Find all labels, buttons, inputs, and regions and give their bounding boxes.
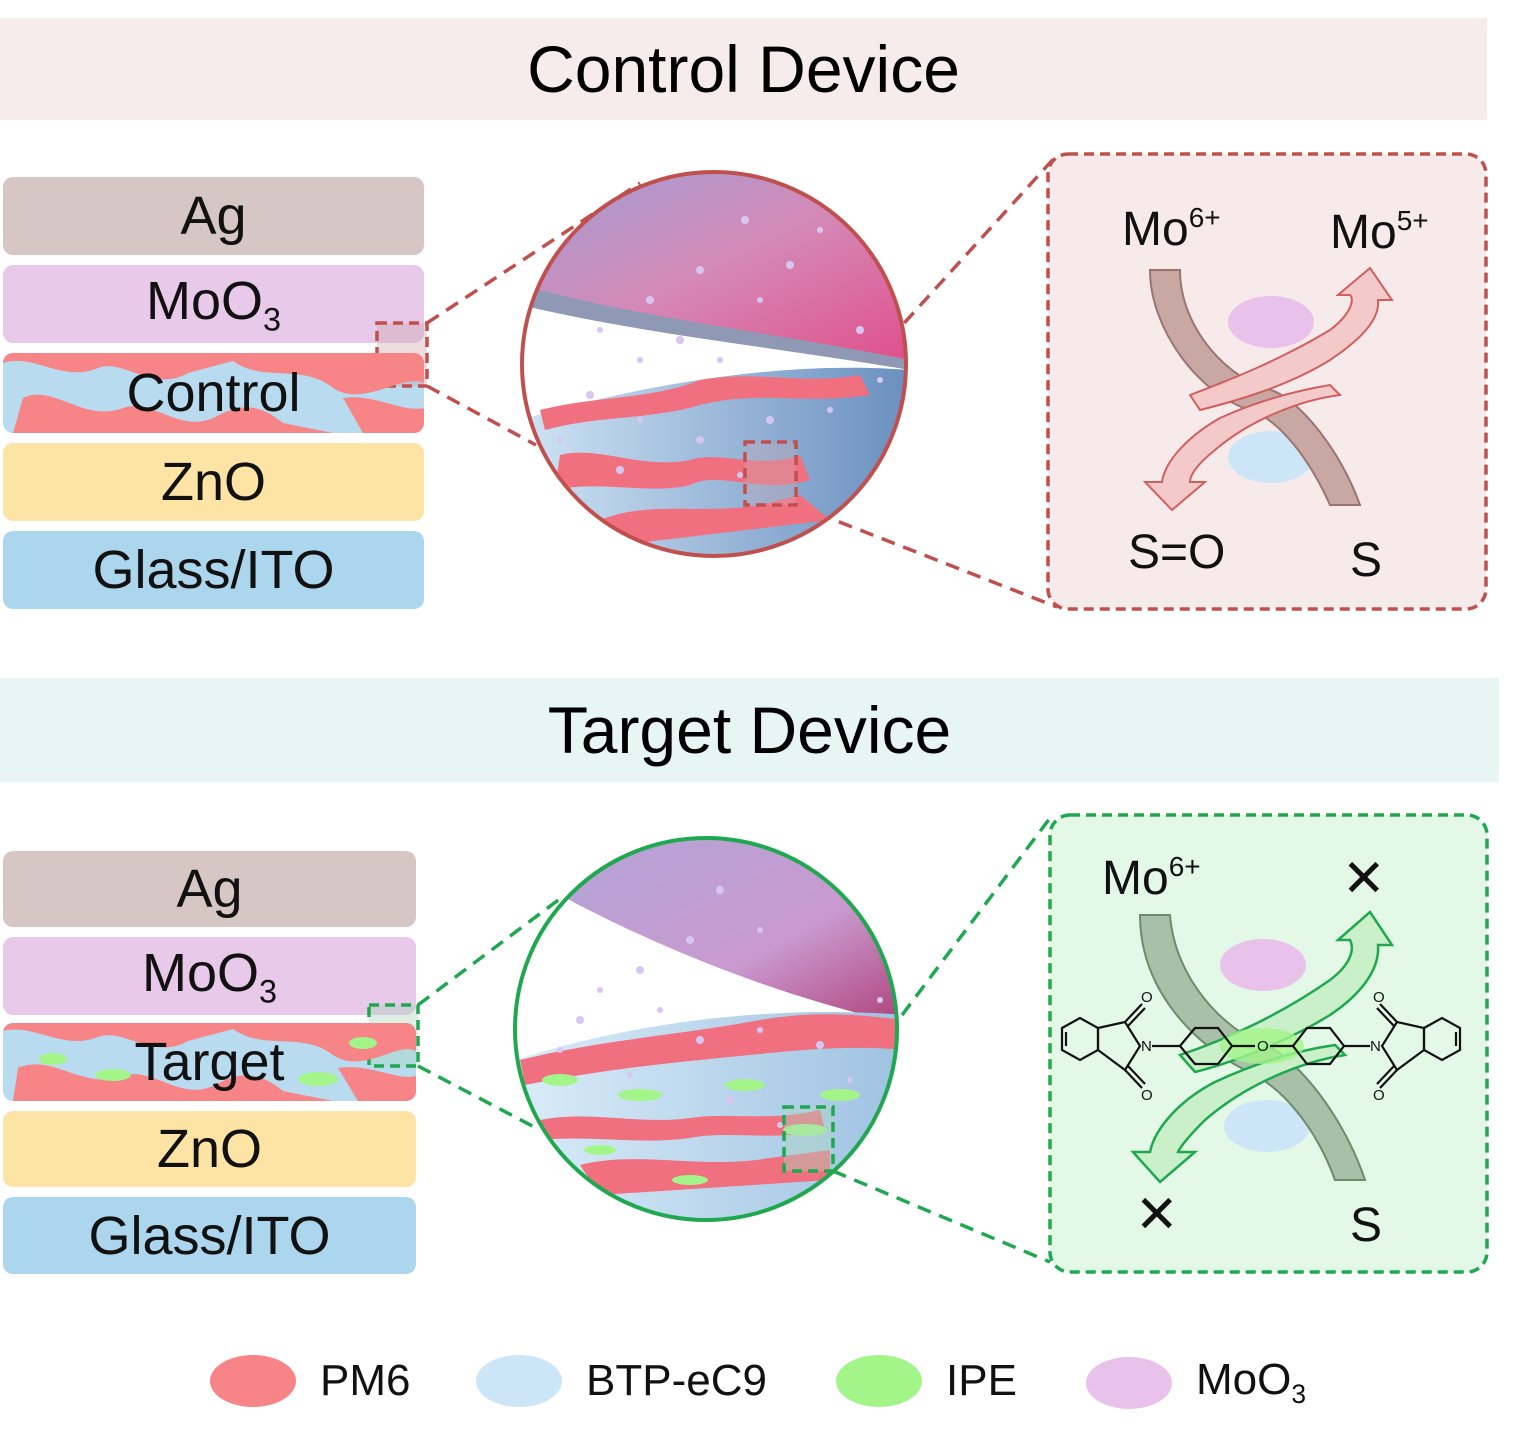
target-ito-layer: Glass/ITO xyxy=(3,1197,416,1274)
control-magnified-view xyxy=(522,172,906,556)
target-active-layer: Target xyxy=(3,1023,416,1101)
control-ito-label: Glass/ITO xyxy=(92,540,335,600)
control-moo3-ellipse xyxy=(1228,296,1314,348)
target-moo3-layer: MoO3 xyxy=(3,937,416,1015)
control-so-label: S=O xyxy=(1128,526,1225,579)
control-arrow-to-so xyxy=(1142,383,1343,512)
legend-item-ipe: IPE xyxy=(836,1355,1017,1407)
control-zno-layer: ZnO xyxy=(3,443,424,521)
control-s-label: S xyxy=(1350,534,1382,587)
control-moo3-label: MoO3 xyxy=(145,270,282,338)
target-active-label: Target xyxy=(134,1032,285,1092)
control-device-title: Control Device xyxy=(0,18,1487,120)
control-ito-layer: Glass/ITO xyxy=(3,531,424,609)
target-mo6-label: Mo6+ xyxy=(1102,851,1201,905)
control-mo5-label: Mo5+ xyxy=(1330,205,1429,259)
control-active-label: Control xyxy=(126,363,301,423)
target-zno-layer: ZnO xyxy=(3,1111,416,1187)
target-ag-label: Ag xyxy=(176,859,243,919)
target-s-label: S xyxy=(1350,1199,1382,1252)
legend-label-pm6: PM6 xyxy=(320,1356,411,1405)
ipe-o-atom-upper-right: O xyxy=(1373,989,1385,1006)
target-moo3-ellipse xyxy=(1220,939,1306,991)
control-moo3-layer: MoO3 xyxy=(3,265,424,343)
target-blocked-bottom-left-mark: ✕ xyxy=(1135,1186,1179,1244)
legend-swatch-btp-ec9 xyxy=(476,1355,562,1407)
control-mo6-label: Mo6+ xyxy=(1122,202,1221,256)
legend-swatch-moo3 xyxy=(1086,1356,1172,1409)
ipe-o-atom-upper-left: O xyxy=(1141,989,1153,1006)
ipe-o-atom-ether: O xyxy=(1257,1038,1269,1055)
legend-label-moo3: MoO3 xyxy=(1196,1355,1307,1410)
legend-swatch-pm6 xyxy=(210,1355,296,1407)
control-ag-layer: Ag xyxy=(3,177,424,255)
target-blend-pattern xyxy=(3,1023,416,1101)
target-inner-selection-box xyxy=(782,1105,835,1173)
control-magnifier-circle xyxy=(520,170,908,558)
ipe-o-atom-lower-left: O xyxy=(1141,1087,1153,1104)
legend-label-ipe: IPE xyxy=(946,1356,1017,1405)
ipe-n-atom-left: N xyxy=(1141,1038,1152,1055)
target-ito-label: Glass/ITO xyxy=(88,1205,331,1266)
target-ag-layer: Ag xyxy=(3,851,416,927)
ipe-n-atom-right: N xyxy=(1370,1038,1381,1055)
control-active-layer: Control xyxy=(3,353,424,433)
legend-swatch-ipe xyxy=(836,1355,922,1407)
target-zoom-graphic: O O N O N O O Mo6+ ✕ ✕ S xyxy=(367,813,1489,1274)
control-ag-label: Ag xyxy=(180,186,247,246)
target-btp-ellipse xyxy=(1224,1100,1310,1152)
target-magnifier-circle xyxy=(513,836,899,1222)
control-blend-pattern xyxy=(3,353,424,433)
legend-item-moo3: MoO3 xyxy=(1086,1355,1306,1410)
target-zoom-connector xyxy=(416,816,1052,1264)
target-zno-label: ZnO xyxy=(156,1119,263,1179)
control-arrow-to-mo5 xyxy=(1188,266,1394,412)
legend-label-btp-ec9: BTP-eC9 xyxy=(586,1356,767,1405)
legend-item-btp-ec9: BTP-eC9 xyxy=(476,1355,767,1407)
target-device-title: Target Device xyxy=(0,678,1499,782)
legend-item-pm6: PM6 xyxy=(210,1355,410,1407)
ipe-o-atom-lower-right: O xyxy=(1373,1087,1385,1104)
control-inner-selection-box xyxy=(743,440,798,507)
target-blocked-top-right-mark: ✕ xyxy=(1342,850,1386,908)
target-moo3-label: MoO3 xyxy=(141,942,278,1010)
control-zoom-graphic: Mo6+ Mo5+ S=O S xyxy=(375,152,1488,611)
control-zno-label: ZnO xyxy=(160,452,267,512)
ipe-molecule-structure xyxy=(1060,1003,1462,1089)
